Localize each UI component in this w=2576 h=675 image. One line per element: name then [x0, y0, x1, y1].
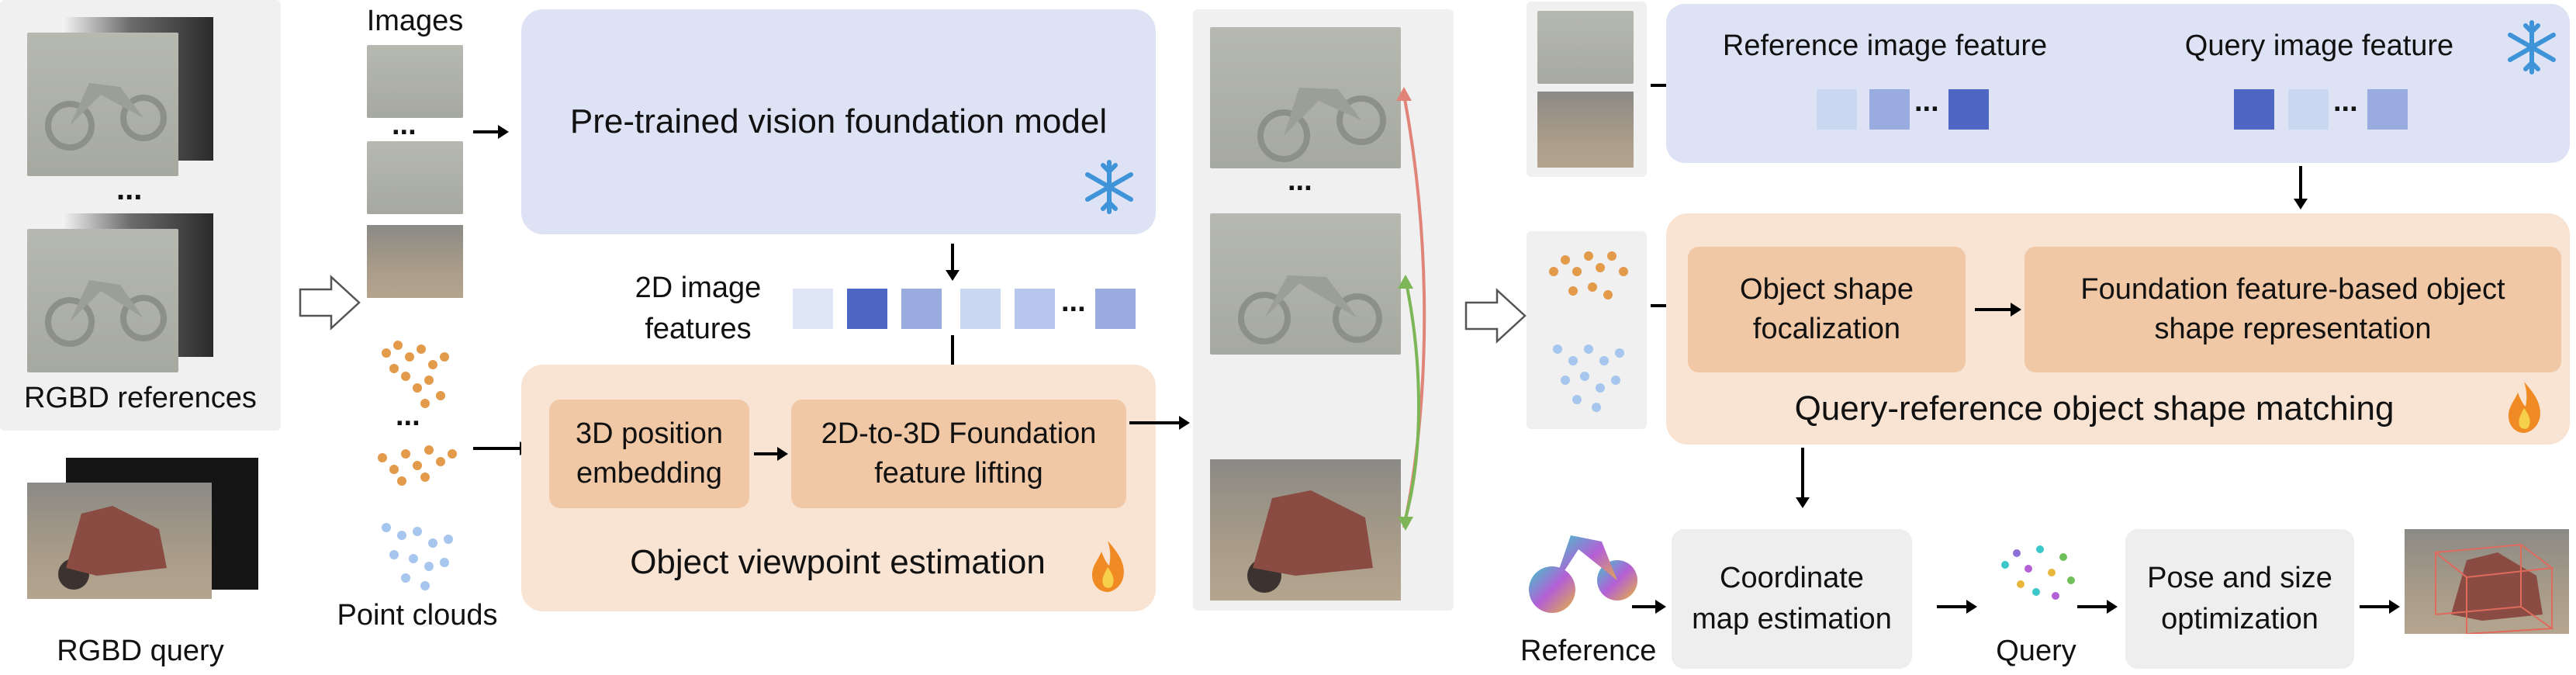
motorcycle-icon	[1238, 275, 1382, 344]
shape-representation-box: Foundation feature-based object shape rep…	[2024, 247, 2561, 372]
retrieved-reference-image	[1210, 27, 1401, 168]
point-cloud-icon	[378, 445, 457, 486]
point-clouds-panel	[1527, 231, 1647, 429]
feature-cell	[960, 289, 1001, 329]
image-features-line1: 2D image	[634, 272, 762, 304]
vision-foundation-model-box	[521, 9, 1156, 234]
reference-coordinate-map-icon	[1529, 535, 1637, 613]
position-embedding-box: 3D position embedding	[549, 400, 749, 508]
arrow-icon	[754, 447, 788, 461]
motorcycle-icon	[45, 83, 167, 151]
feature-lifting-line2: feature lifting	[874, 457, 1043, 490]
snowflake-icon	[2508, 20, 2556, 74]
query-image-feature-label: Query image feature	[2184, 29, 2454, 62]
flame-icon	[1092, 541, 1124, 592]
block-arrow-icon	[1464, 288, 1527, 344]
image-thumbnail	[367, 141, 463, 214]
feature-cell	[847, 289, 887, 329]
shape-representation-line2: shape representation	[2154, 313, 2432, 345]
pose-size-line1: Pose and size	[2147, 561, 2332, 594]
scooter-icon	[1247, 490, 1373, 593]
query-image-thumbnail	[367, 225, 463, 298]
arrow-icon	[2360, 600, 2400, 614]
retrieved-reference-image	[1210, 213, 1401, 355]
arrow-icon	[473, 125, 509, 139]
feature-cell	[1869, 89, 1910, 130]
ellipsis-text: ...	[2333, 85, 2358, 118]
feature-cell	[2234, 89, 2274, 130]
rgbd-query-label: RGBD query	[57, 635, 224, 667]
feature-cell	[793, 289, 833, 329]
ellipsis-text: ...	[392, 109, 417, 141]
reference-image	[27, 229, 178, 372]
shape-focalization-box: Object shape focalization	[1688, 247, 1966, 372]
point-cloud-icon	[1549, 251, 1628, 299]
ellipsis-text: ...	[1288, 164, 1312, 197]
position-embedding-line1: 3D position	[575, 417, 724, 450]
motorcycle-icon	[45, 280, 167, 347]
position-embedding-line2: embedding	[576, 457, 723, 490]
point-cloud-icon	[382, 341, 449, 408]
shape-focalization-line2: focalization	[1752, 313, 1901, 345]
block-arrow-icon	[299, 275, 361, 331]
shape-representation-line1: Foundation feature-based object	[2080, 272, 2505, 306]
snowflake-icon	[1085, 160, 1133, 214]
bounding-box-icon	[2433, 543, 2554, 634]
query-image	[27, 483, 212, 599]
feature-cell	[1817, 89, 1857, 130]
vision-foundation-model-label: Pre-trained vision foundation model	[569, 102, 1108, 140]
pose-result-image	[2405, 529, 2569, 634]
arrow-icon	[946, 244, 960, 281]
matching-arrows-icon	[1396, 87, 1426, 531]
reference-label: Reference	[1520, 635, 1657, 667]
arrow-icon	[2294, 166, 2308, 209]
query-point-cloud-icon	[382, 523, 453, 590]
ellipsis-text: ...	[1914, 85, 1939, 118]
feature-extraction-box	[1666, 4, 2570, 163]
ellipsis-text: ...	[396, 400, 420, 432]
rgbd-references-label: RGBD references	[24, 382, 257, 414]
feature-cell	[2367, 89, 2408, 130]
images-label: Images	[366, 5, 464, 37]
motorcycle-icon	[1257, 88, 1386, 162]
feature-cell	[1948, 89, 1989, 130]
feature-lifting-line1: 2D-to-3D Foundation	[821, 417, 1097, 450]
image-thumbnail	[367, 45, 463, 118]
coordinate-map-line1: Coordinate	[1720, 561, 1864, 594]
arrow-icon	[1975, 303, 2021, 317]
image-features-line2: features	[645, 313, 752, 346]
point-clouds-label: Point clouds	[337, 599, 498, 632]
shape-focalization-line1: Object shape	[1740, 272, 1914, 306]
arrow-icon	[1632, 600, 1666, 614]
scooter-icon	[58, 506, 167, 590]
shape-matching-label: Query-reference object shape matching	[1794, 389, 2394, 428]
viewpoint-estimation-label: Object viewpoint estimation	[630, 543, 1046, 581]
query-label: Query	[1996, 635, 2076, 667]
arrow-icon	[1796, 448, 1810, 508]
arrow-icon	[1129, 416, 1190, 430]
ellipsis-text: ...	[1061, 286, 1086, 318]
feature-cell	[1015, 289, 1055, 329]
coordinate-map-estimation-box: Coordinate map estimation	[1672, 529, 1912, 669]
feature-cell	[901, 289, 942, 329]
feature-cell	[1095, 289, 1136, 329]
ellipsis-text: ...	[116, 172, 143, 206]
pose-size-line2: optimization	[2161, 603, 2318, 635]
reference-image	[27, 33, 178, 176]
query-coordinate-map-icon	[2001, 545, 2075, 600]
feature-cell	[2288, 89, 2329, 130]
flame-icon	[2509, 382, 2540, 433]
query-point-cloud-icon	[1553, 344, 1624, 412]
reference-image-feature-label: Reference image feature	[1722, 29, 2048, 62]
feature-lifting-box: 2D-to-3D Foundation feature lifting	[791, 400, 1126, 508]
reference-image-thumbnail	[1537, 11, 1634, 84]
coordinate-map-line2: map estimation	[1692, 603, 1892, 635]
query-image	[1210, 459, 1401, 601]
arrow-icon	[1937, 600, 1977, 614]
arrow-icon	[2077, 600, 2118, 614]
pose-size-optimization-box: Pose and size optimization	[2125, 529, 2354, 669]
image-features-label: 2D image features	[621, 268, 776, 350]
query-image-thumbnail	[1537, 92, 1634, 168]
